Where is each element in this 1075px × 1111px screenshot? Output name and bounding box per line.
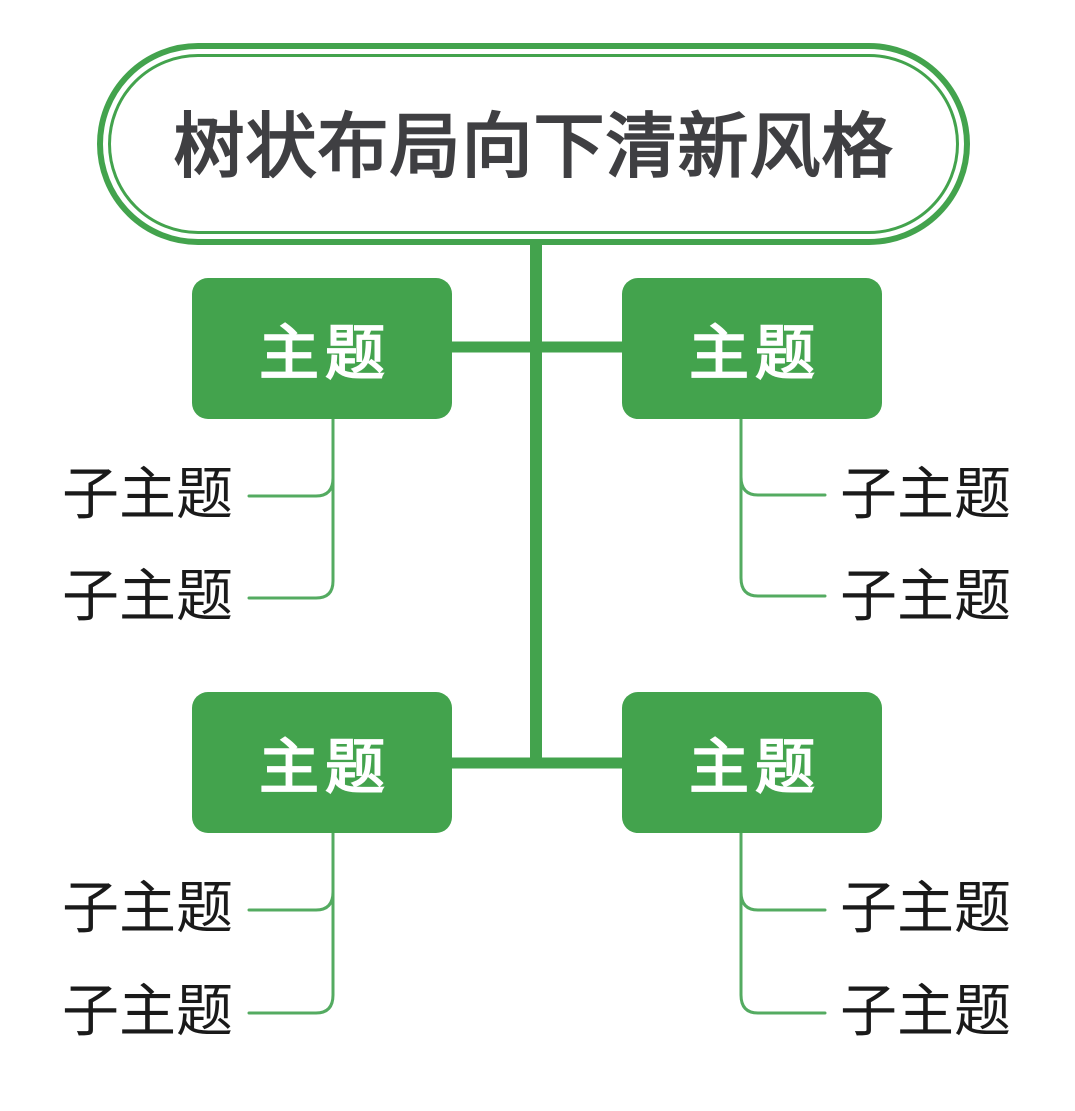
- subtopic-connector: [739, 417, 827, 598]
- topic-node-top-right[interactable]: 主题: [622, 278, 882, 419]
- topic-node-bottom-left[interactable]: 主题: [192, 692, 452, 833]
- topic-node-top-left[interactable]: 主题: [192, 278, 452, 419]
- subtopic-connector: [247, 476, 335, 498]
- subtopic-node[interactable]: 子主题: [840, 979, 1011, 1044]
- subtopic-node[interactable]: 子主题: [62, 462, 233, 527]
- topic-label: 主题: [259, 320, 391, 387]
- subtopic-connector: [739, 890, 827, 912]
- root-node[interactable]: 树状布局向下清新风格: [97, 43, 970, 245]
- subtopic-connector: [247, 890, 335, 912]
- subtopic-node[interactable]: 子主题: [840, 462, 1011, 527]
- subtopic-node[interactable]: 子主题: [840, 564, 1011, 629]
- topic-node-bottom-right[interactable]: 主题: [622, 692, 882, 833]
- subtopic-connector: [739, 475, 827, 497]
- subtopic-node[interactable]: 子主题: [62, 564, 233, 629]
- subtopic-connector: [247, 831, 335, 1015]
- subtopic-node[interactable]: 子主题: [840, 876, 1011, 941]
- subtopic-node[interactable]: 子主题: [62, 979, 233, 1044]
- topic-label: 主题: [689, 320, 821, 387]
- topic-label: 主题: [689, 734, 821, 801]
- root-label: 树状布局向下清新风格: [173, 108, 894, 187]
- subtopic-connector: [247, 417, 335, 600]
- subtopic-node[interactable]: 子主题: [62, 876, 233, 941]
- topic-label: 主题: [259, 734, 391, 801]
- subtopic-connector: [739, 831, 827, 1015]
